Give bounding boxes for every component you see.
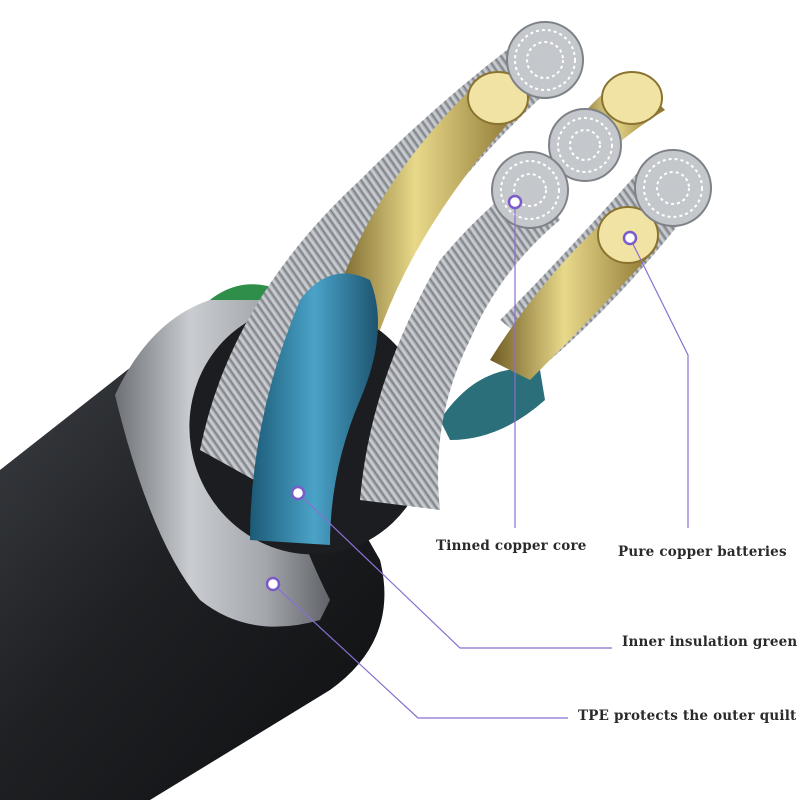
label-pure-copper-batteries: Pure copper batteries [618,544,787,560]
teal-insulation-back [440,368,545,440]
label-tinned-copper-core: Tinned copper core [436,538,587,554]
strand-end-middle [548,108,622,182]
callout-line-tpe [272,583,568,719]
blue-insulation [250,273,378,545]
label-tpe-outer-quilt: TPE protects the outer quilt [578,708,797,724]
copper-core-back-end [601,71,663,125]
label-inner-insulation-green: Inner insulation green [622,634,798,650]
strand-end-right [634,149,712,227]
marker-tinned [507,194,523,210]
marker-inner [290,485,306,501]
callout-lines [272,202,689,719]
strand-end-top [506,21,584,99]
marker-pure [622,230,638,246]
callout-line-pure [629,237,689,528]
copper-core-left-end [467,71,529,125]
callout-line-inner [297,492,612,649]
strand-end-left [491,151,569,229]
callout-markers [265,194,638,592]
marker-tpe [265,576,281,592]
tinned-bundle-center [360,170,560,510]
copper-core-left [330,90,520,330]
